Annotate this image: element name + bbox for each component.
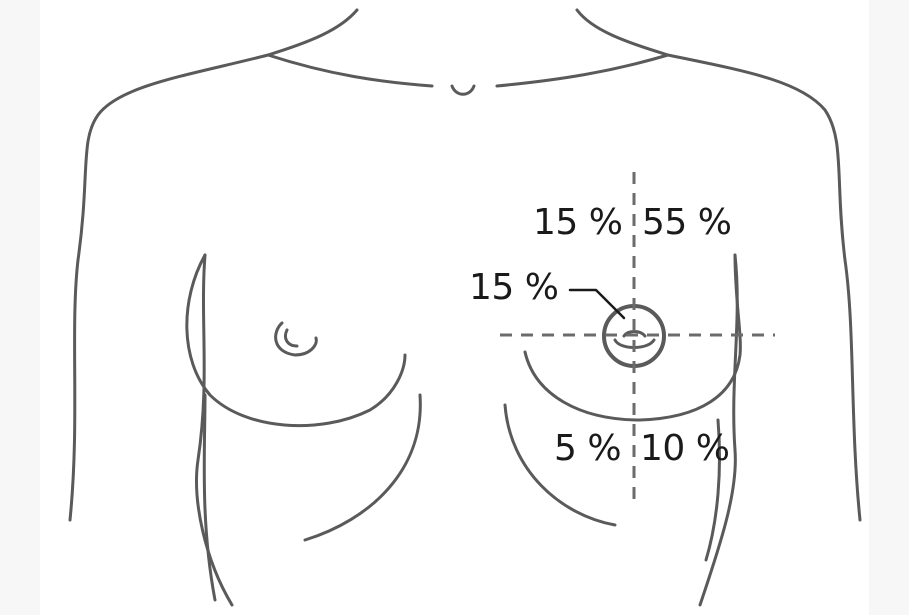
left-breast-contour [187,255,405,426]
lower-outer-quadrant-percent: 10 % [640,429,729,469]
upper-outer-quadrant-percent: 55 % [642,203,731,243]
left-nipple-mark [276,323,317,355]
left-nipple-mark-inner [285,330,297,346]
lower-inner-quadrant-percent: 5 % [554,429,621,469]
left-shoulder-outline [70,55,268,520]
left-collarbone-line [268,55,432,86]
right-collarbone-line [497,55,668,86]
neck-left-line [268,10,357,55]
upper-inner-quadrant-percent: 15 % [533,203,622,243]
central-region-percent: 15 % [469,268,558,308]
neck-right-line [577,10,668,55]
left-underbreast-curve [305,395,420,540]
left-inner-arm-line [197,255,232,605]
sternal-notch-line [452,86,474,94]
